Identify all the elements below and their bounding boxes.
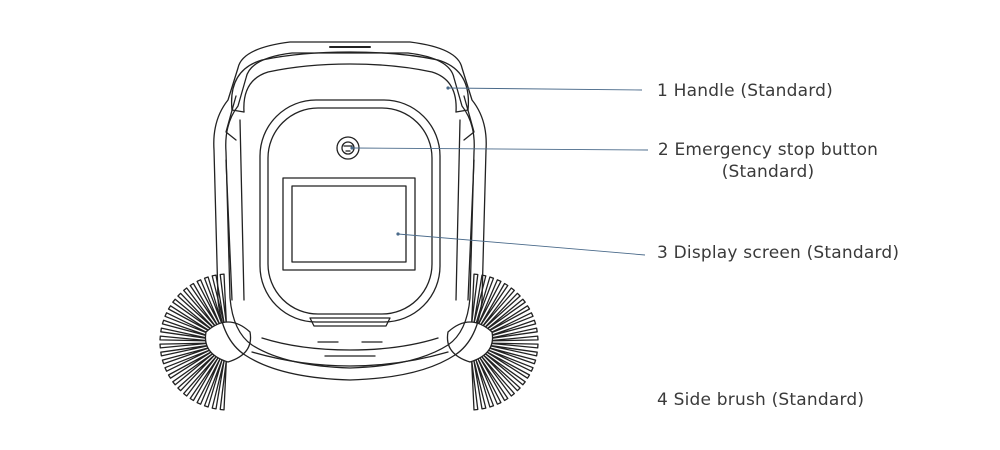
brush-bristle [482,292,521,331]
label-emergency-stop-line1: 2 Emergency stop button [657,140,879,160]
brush-bristle [483,298,526,332]
brush-bristle [177,292,216,331]
brush-bristle [482,353,521,392]
label-emergency-stop-line2: (Standard) [721,162,815,182]
brush-bristle [484,305,531,334]
brush-bristle [159,342,211,349]
brush-bristle [189,356,220,402]
brush-bristle [159,335,211,342]
brush-bristle [475,276,495,326]
brush-bristle [203,358,223,408]
brush-bristle [487,335,539,342]
label-handle: 1 Handle (Standard) [657,81,833,101]
brush-bristle [183,355,218,397]
brush-bristle [475,358,495,408]
brush-bristle [470,273,479,325]
brush-bristle [478,356,509,402]
brush-hub [204,321,252,363]
brush-bristle [196,357,221,405]
brush-bristle [478,282,509,328]
label-display-screen: 3 Display screen (Standard) [657,243,900,263]
brush-bristle [486,319,537,338]
brush-bristle [483,352,526,386]
front-bumper-slot [309,317,391,327]
brush-bristle [470,359,479,411]
brush-bristle [161,346,212,365]
brush-bristle [167,305,214,334]
brush-bristle [164,348,213,372]
front-bumper [261,337,439,351]
side-brush-left [159,273,252,411]
brush-bristle [480,287,515,329]
label-emergency-stop: 2 Emergency stop button (Standard) [650,139,886,183]
handle [225,46,475,141]
brush-bristle [196,279,221,327]
brush-bristle [480,355,515,397]
brush-bristle [477,279,502,327]
brush-bristle [477,357,502,405]
brush-bristle [211,358,225,410]
leader-line-display [397,233,646,256]
display-screen [282,177,416,271]
brush-bristle [485,348,534,372]
leader-line-estop [351,147,649,151]
brush-bristle [161,319,212,338]
face-plate-outer [259,99,441,323]
brush-bristle [484,350,531,379]
brush-bristle [473,358,487,410]
label-side-brush: 4 Side brush (Standard) [657,390,865,410]
brush-bristle [219,273,228,325]
brush-bristle [486,346,537,365]
robot-body-outer [213,41,487,381]
brush-bristle [164,312,213,336]
brush-bristle [167,350,214,379]
brush-bristle [172,298,215,332]
brush-bristle [189,282,220,328]
brush-bristle [473,274,487,326]
brush-bristle [487,344,538,357]
brush-bristle [485,312,534,336]
brush-bristle [487,342,539,349]
leader-line-handle [447,87,643,91]
brush-bristle [219,359,228,411]
face-plate-inner [267,107,433,315]
brush-bristle [160,327,211,340]
brush-bristle [183,287,218,329]
brush-bristle [160,344,211,357]
brush-bristle [172,352,215,386]
brush-bristle [177,353,216,392]
brush-bristle [487,327,538,340]
side-brush-right [446,273,539,411]
brush-bristle [203,276,223,326]
